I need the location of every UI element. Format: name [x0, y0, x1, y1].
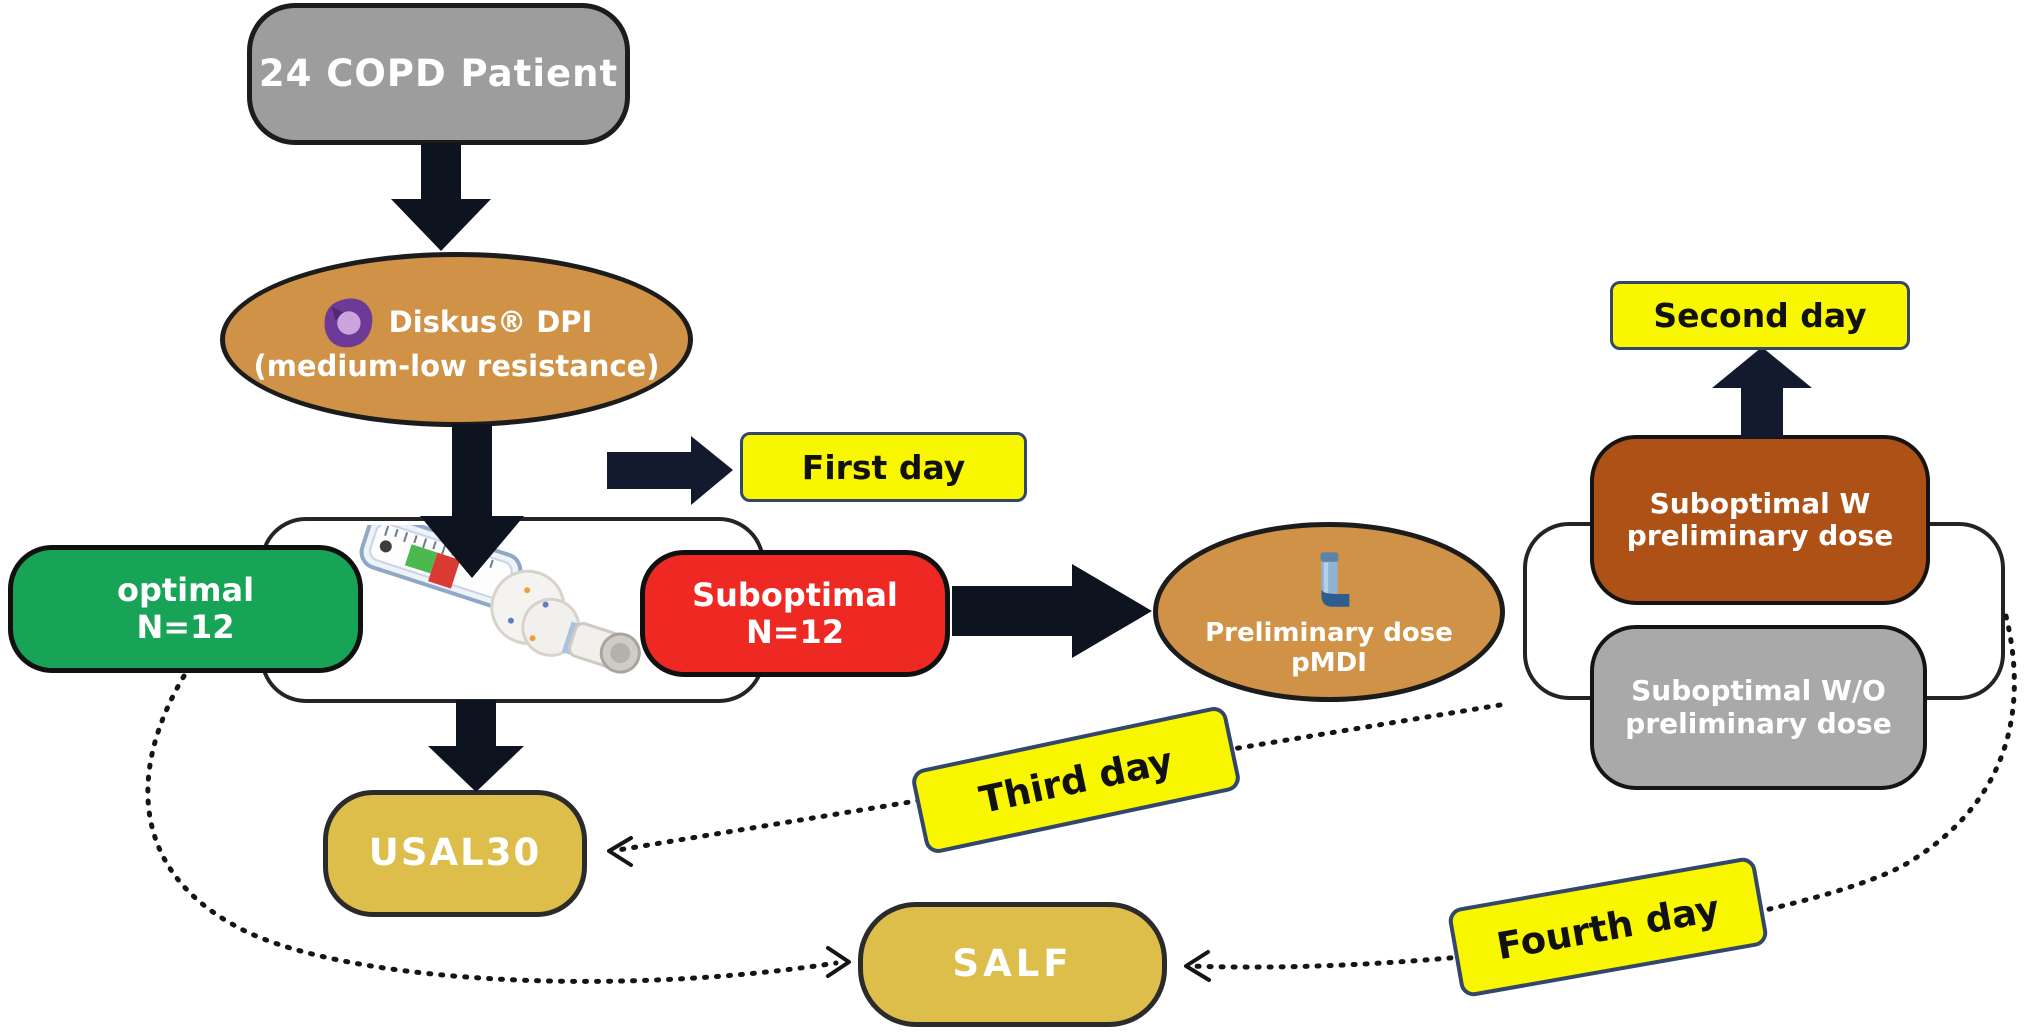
suboptimal-without-line2: preliminary dose — [1625, 706, 1892, 740]
label-third-day: Third day — [909, 704, 1243, 856]
node-usal30: USAL30 — [323, 790, 587, 917]
first-day-text: First day — [801, 447, 966, 487]
arrow-randomization-to-usal30 — [428, 700, 524, 792]
pmdi-inhaler-icon — [1298, 549, 1360, 617]
second-day-text: Second day — [1653, 296, 1867, 335]
suboptimal-label-line2: N=12 — [745, 612, 845, 651]
node-preliminary-dose-pmdi: Preliminary dose pMDI — [1153, 522, 1505, 702]
arrow-suboptimal-to-pmdi — [952, 564, 1152, 658]
suboptimal-with-line2: preliminary dose — [1626, 519, 1894, 552]
pmdi-label-line1: Preliminary dose — [1205, 618, 1453, 649]
third-day-text: Third day — [975, 738, 1177, 822]
diskus-disc-icon — [321, 296, 375, 350]
label-first-day: First day — [740, 432, 1027, 502]
dotted-arrowhead-into-usal30 — [607, 836, 633, 867]
label-fourth-day: Fourth day — [1446, 855, 1770, 999]
node-salf: SALF — [858, 902, 1167, 1027]
arrow-patients-to-diskus — [391, 143, 491, 251]
arrow-to-first-day — [607, 436, 733, 505]
dotted-arrowhead-into-salf-right — [1184, 950, 1211, 982]
copd-patients-label: 24 COPD Patient — [258, 51, 619, 95]
suboptimal-label-line1: Suboptimal — [692, 575, 898, 614]
optimal-label-line2: N=12 — [136, 608, 235, 646]
in-check-dial-flow-meter-photo — [359, 525, 641, 674]
suboptimal-with-line1: Suboptimal W — [1649, 486, 1871, 520]
diskus-label-line1: Diskus® DPI — [388, 305, 593, 340]
diskus-label-line2: (medium-low resistance) — [253, 348, 660, 383]
fourth-day-text: Fourth day — [1493, 886, 1723, 968]
suboptimal-without-line1: Suboptimal W/O — [1631, 674, 1886, 708]
node-suboptimal-group: Suboptimal N=12 — [640, 550, 950, 677]
dotted-arrowhead-into-salf-left — [826, 946, 851, 978]
usal30-label: USAL30 — [368, 831, 542, 875]
optimal-label-line1: optimal — [116, 571, 255, 610]
label-second-day: Second day — [1610, 281, 1910, 350]
node-copd-patients: 24 COPD Patient — [247, 3, 630, 145]
arrow-to-second-day — [1712, 347, 1812, 438]
pmdi-label-line2: pMDI — [1291, 648, 1367, 678]
node-diskus-dpi: Diskus® DPI (medium-low resistance) — [220, 252, 693, 427]
salf-label: SALF — [952, 942, 1073, 986]
diskus-title-row: Diskus® DPI — [321, 296, 593, 350]
node-suboptimal-without-preliminary-dose: Suboptimal W/O preliminary dose — [1590, 625, 1927, 790]
node-optimal-group: optimal N=12 — [8, 545, 363, 673]
node-suboptimal-with-preliminary-dose: Suboptimal W preliminary dose — [1590, 435, 1930, 605]
